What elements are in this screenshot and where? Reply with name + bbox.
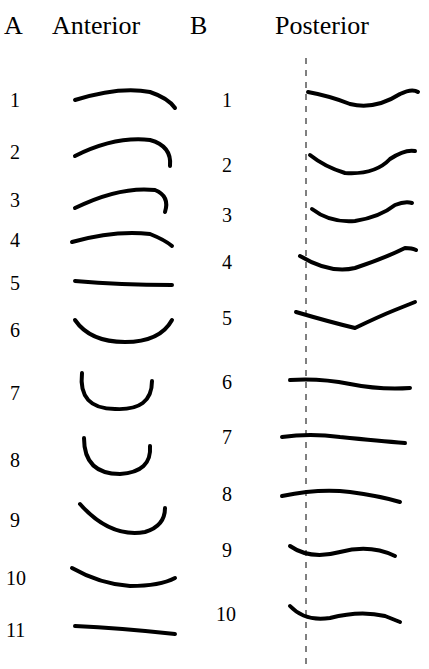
posture-number: 9 [10, 510, 20, 530]
posture-number: 8 [222, 484, 232, 504]
posture-number: 7 [10, 383, 20, 403]
worm-shape [82, 373, 152, 409]
posture-number: 4 [222, 252, 232, 272]
worm-shape [296, 302, 415, 328]
panel-letter: B [190, 13, 207, 39]
worm-shape [72, 568, 175, 586]
worm-shape [72, 233, 172, 246]
worm-shape [75, 90, 175, 108]
worm-shape [308, 90, 418, 105]
worm-shape [312, 202, 412, 221]
posture-number: 3 [10, 190, 20, 210]
posture-number: 2 [10, 142, 20, 162]
posture-number: 10 [216, 604, 236, 624]
worm-shape [75, 281, 172, 285]
posture-number: 2 [222, 155, 232, 175]
worm-shape [290, 380, 410, 389]
panel-heading: Posterior [275, 13, 369, 39]
worm-shape [282, 435, 405, 443]
posture-number: 11 [6, 620, 25, 640]
posture-number: 5 [222, 308, 232, 328]
worm-shape [290, 606, 400, 622]
posture-number: 5 [10, 273, 20, 293]
posture-number: 9 [222, 540, 232, 560]
worm-shape [310, 151, 415, 174]
panel-heading: Anterior [52, 13, 140, 39]
worm-shape [75, 320, 172, 342]
posture-number: 1 [222, 90, 232, 110]
worm-shape [75, 139, 170, 166]
panel-letter: A [4, 13, 23, 39]
posture-number: 6 [10, 320, 20, 340]
worm-shape [75, 189, 166, 212]
posture-number: 7 [222, 427, 232, 447]
posture-number: 6 [222, 372, 232, 392]
worm-shape [290, 546, 395, 556]
worm-shape [282, 491, 400, 502]
worm-shape [80, 504, 165, 533]
posture-number: 1 [10, 90, 20, 110]
worm-shape [75, 626, 175, 634]
posture-number: 8 [10, 450, 20, 470]
worm-shape [84, 438, 150, 474]
worm-shape [300, 248, 416, 270]
midline-dashed [306, 58, 307, 669]
posture-number: 4 [10, 230, 20, 250]
posture-number: 3 [222, 205, 232, 225]
posture-number: 10 [6, 568, 26, 588]
